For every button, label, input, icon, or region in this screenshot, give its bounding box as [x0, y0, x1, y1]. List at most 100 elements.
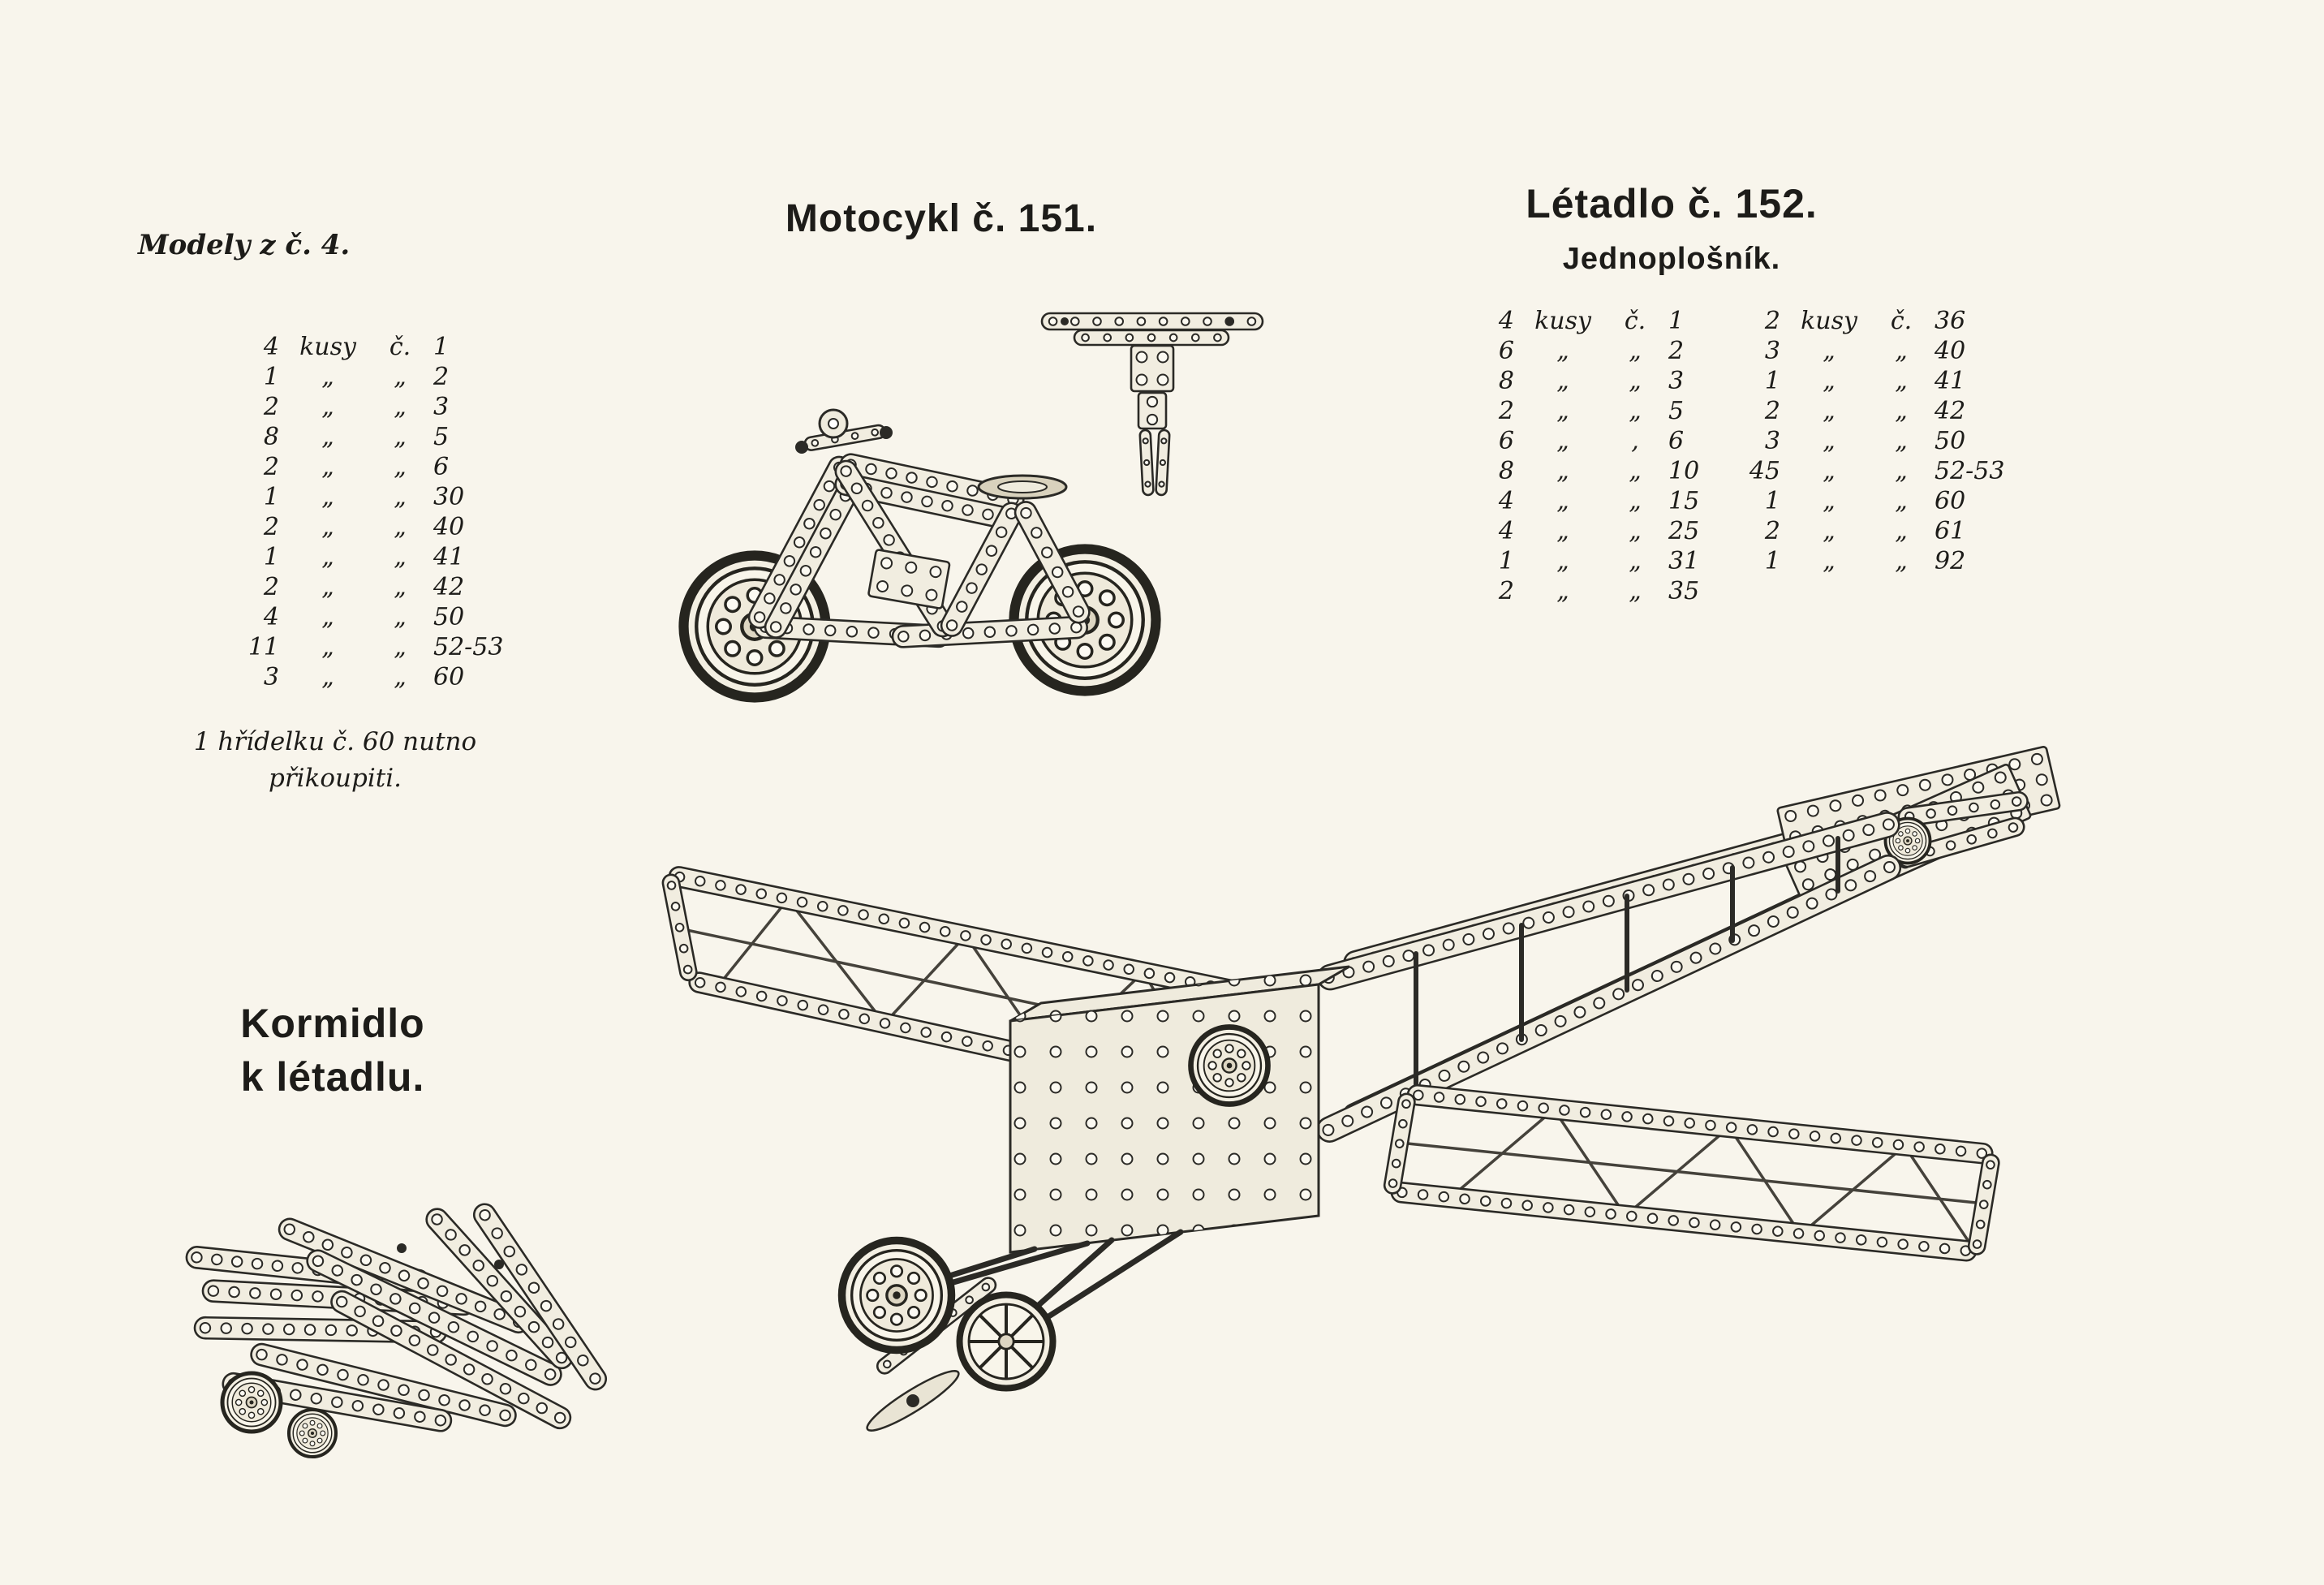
parts-ditto-1: „ [1556, 547, 1569, 575]
parts-ditto-2: „ [1629, 577, 1642, 605]
parts-ditto-1: „ [1556, 427, 1569, 455]
parts-number: 2 [433, 363, 450, 391]
parts-ditto-1: „ [1556, 457, 1569, 485]
parts-ditto-2: „ [1895, 427, 1908, 455]
parts-row: 4 kusy č. 1 [226, 333, 539, 363]
kormidlo-title: Kormidlo k létadlu. [191, 997, 475, 1104]
parts-number: 30 [433, 483, 465, 511]
letadlo-title: Létadlo č. 152. [1526, 181, 1818, 226]
parts-ditto-2: č. [1890, 307, 1913, 335]
parts-number: 41 [1935, 367, 1966, 395]
parts-ditto-1: „ [1823, 367, 1836, 395]
parts-row: 2 kusy č. 36 [1727, 307, 2040, 337]
parts-ditto-1: „ [1823, 427, 1836, 455]
parts-row: 11 „ „ 52-53 [226, 633, 539, 663]
parts-qty: 2 [263, 453, 279, 481]
parts-ditto-2: „ [394, 543, 407, 571]
parts-row: 1 „ „ 2 [226, 363, 539, 393]
parts-ditto-2: „ [394, 573, 407, 601]
parts-number: 50 [1935, 427, 1966, 455]
parts-qty: 8 [1498, 367, 1514, 395]
parts-number: 6 [1668, 427, 1685, 455]
parts-ditto-2: „ [1895, 367, 1908, 395]
parts-number: 42 [433, 573, 465, 601]
parts-qty: 45 [1749, 457, 1780, 485]
parts-ditto-1: „ [321, 663, 334, 691]
parts-row: 8 „ „ 5 [226, 423, 539, 453]
parts-qty: 2 [1498, 397, 1514, 425]
parts-ditto-1: „ [321, 393, 334, 421]
parts-ditto-2: „ [1629, 337, 1642, 365]
parts-ditto-1: „ [1823, 397, 1836, 425]
parts-qty: 2 [263, 513, 279, 541]
parts-qty: 4 [1498, 487, 1514, 515]
parts-qty: 2 [1764, 517, 1780, 545]
parts-number: 52-53 [433, 633, 504, 661]
parts-ditto-1: „ [1823, 337, 1836, 365]
parts-ditto-2: „ [1629, 457, 1642, 485]
parts-ditto-2: „ [1895, 547, 1908, 575]
parts-ditto-2: „ [394, 423, 407, 451]
letadlo-illustration [661, 746, 2061, 1432]
parts-row: 6 „ „ 2 [1461, 337, 1774, 367]
parts-number: 1 [1668, 307, 1685, 335]
parts-ditto-1: „ [321, 453, 334, 481]
parts-number: 2 [1668, 337, 1685, 365]
parts-ditto-1: „ [321, 543, 334, 571]
parts-number: 52-53 [1935, 457, 2005, 485]
parts-ditto-2: „ [1629, 367, 1642, 395]
parts-ditto-1: „ [321, 573, 334, 601]
parts-ditto-1: kusy [1534, 307, 1591, 335]
parts-number: 3 [1668, 367, 1685, 395]
parts-ditto-2: „ [394, 603, 407, 631]
parts-ditto-1: „ [321, 603, 334, 631]
parts-row: 2 „ „ 3 [226, 393, 539, 423]
parts-ditto-2: „ [1895, 487, 1908, 515]
parts-number: 3 [433, 393, 450, 421]
parts-ditto-2: „ [1895, 457, 1908, 485]
parts-ditto-2: „ [394, 363, 407, 391]
parts-ditto-1: „ [1556, 487, 1569, 515]
parts-qty: 6 [1498, 427, 1514, 455]
parts-ditto-2: č. [389, 333, 411, 361]
parts-qty: 2 [263, 573, 279, 601]
parts-row: 2 „ „ 5 [1461, 397, 1774, 427]
parts-row: 3 „ „ 60 [226, 663, 539, 693]
parts-ditto-1: „ [1556, 397, 1569, 425]
parts-ditto-1: „ [321, 513, 334, 541]
parts-row: 4 kusy č. 1 [1461, 307, 1774, 337]
parts-number: 5 [1668, 397, 1685, 425]
handlebar-detail-illustration [1040, 312, 1264, 497]
parts-number: 50 [433, 603, 465, 631]
parts-number: 15 [1668, 487, 1700, 515]
parts-qty: 1 [1764, 547, 1780, 575]
parts-number: 10 [1668, 457, 1700, 485]
parts-row: 1 „ „ 41 [1727, 367, 2040, 397]
parts-qty: 1 [1764, 367, 1780, 395]
parts-number: 60 [1935, 487, 1966, 515]
letadlo-parts-col2: 2 kusy č. 36 3 „ „ 40 1 „ „ 41 2 „ [1727, 307, 2040, 577]
right-wing-lattice [1399, 1108, 1985, 1253]
parts-number: 61 [1935, 517, 1966, 545]
parts-ditto-1: „ [1556, 367, 1569, 395]
parts-qty: 4 [263, 603, 279, 631]
parts-row: 1 „ „ 30 [226, 483, 539, 513]
parts-qty: 1 [1764, 487, 1780, 515]
parts-row: 8 „ „ 3 [1461, 367, 1774, 397]
parts-qty: 1 [1498, 547, 1514, 575]
parts-ditto-1: „ [321, 423, 334, 451]
motocykl-illustration [633, 408, 1193, 716]
parts-ditto-2: , [1631, 427, 1639, 455]
models-note-title: Modely z č. 4. [138, 229, 351, 261]
parts-ditto-2: č. [1624, 307, 1646, 335]
parts-qty: 2 [1498, 577, 1514, 605]
parts-row: 6 „ , 6 [1461, 427, 1774, 457]
parts-ditto-2: „ [394, 453, 407, 481]
parts-row: 2 „ „ 35 [1461, 577, 1774, 607]
parts-number: 41 [433, 543, 465, 571]
parts-ditto-2: „ [394, 483, 407, 511]
parts-row: 2 „ „ 40 [226, 513, 539, 543]
parts-ditto-2: „ [1895, 397, 1908, 425]
parts-ditto-1: „ [321, 633, 334, 661]
